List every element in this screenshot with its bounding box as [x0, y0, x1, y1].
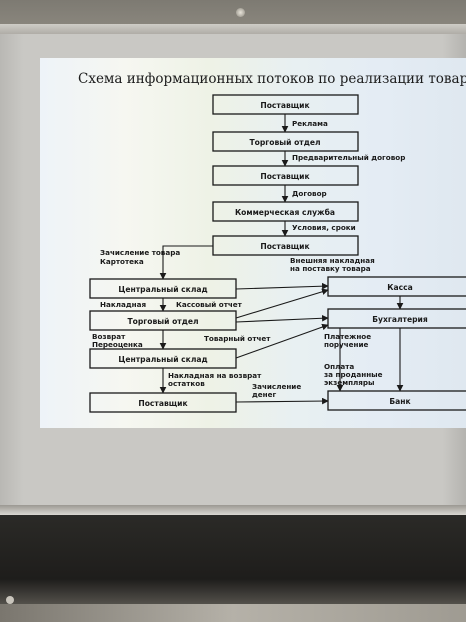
- label-waybill: Накладная: [100, 300, 146, 309]
- box-sales-dept-1: Торговый отдел: [212, 131, 359, 152]
- arrow-warehouse2-to-accounting: [235, 323, 329, 359]
- box-central-warehouse-2: Центральный склад: [89, 348, 237, 369]
- box-sales-dept-2: Торговый отдел: [89, 310, 237, 331]
- label-ext-invoice-2: на поставку товара: [290, 264, 371, 273]
- label-pay-sold-2: за проданные: [324, 370, 383, 379]
- label-contract: Договор: [292, 189, 327, 198]
- box-central-warehouse-1: Центральный склад: [89, 278, 237, 299]
- label-ext-invoice-1: Внешняя накладная: [290, 256, 375, 265]
- label-pay-sold-1: Оплата: [324, 362, 354, 371]
- svg-text:Центральный склад: Центральный склад: [118, 285, 207, 294]
- label-revaluation: Переоценка: [92, 340, 143, 349]
- label-return-invoice-1: Накладная на возврат: [168, 371, 262, 380]
- background-floor: [0, 604, 466, 622]
- svg-text:Касса: Касса: [387, 283, 412, 292]
- projector-screen-top-bar: [0, 24, 466, 36]
- label-payment-order-1: Платежное: [324, 332, 371, 341]
- box-supplier-2: Поставщик: [212, 165, 359, 186]
- label-payment-order-2: поручение: [324, 340, 369, 349]
- box-bank: Банк: [327, 390, 466, 411]
- svg-text:Торговый отдел: Торговый отдел: [249, 138, 320, 147]
- svg-text:Поставщик: Поставщик: [260, 101, 310, 110]
- ceiling-screw: [236, 8, 245, 17]
- arrow-supplier3-to-warehouse: [159, 245, 213, 280]
- svg-text:Бухгалтерия: Бухгалтерия: [372, 315, 428, 324]
- box-supplier-3: Поставщик: [212, 235, 359, 256]
- label-goods-credit: Зачисление товара: [100, 248, 180, 257]
- svg-text:Банк: Банк: [389, 397, 411, 406]
- box-commercial-service: Коммерческая служба: [212, 201, 359, 222]
- corner-mark: [6, 596, 14, 604]
- arrow-sales2-to-accounting: [235, 314, 329, 323]
- diagram-title: Схема информационных потоков по реализац…: [78, 71, 466, 87]
- label-return-invoice-2: остатков: [168, 379, 205, 388]
- slide: Схема информационных потоков по реализац…: [40, 58, 466, 428]
- projector-screen-bottom-bar: [0, 505, 466, 515]
- svg-text:Коммерческая служба: Коммерческая служба: [235, 208, 335, 217]
- label-money-credit-1: Зачисление: [252, 382, 301, 391]
- svg-text:Центральный склад: Центральный склад: [118, 355, 207, 364]
- box-accounting: Бухгалтерия: [327, 308, 466, 329]
- label-conditions: Условия, сроки: [292, 223, 356, 232]
- svg-text:Поставщик: Поставщик: [138, 399, 188, 408]
- label-prelim-contract: Предварительный договор: [292, 153, 405, 162]
- label-return: Возврат: [92, 332, 126, 341]
- box-cash: Касса: [327, 276, 466, 297]
- box-supplier-4: Поставщик: [89, 392, 237, 413]
- svg-text:Поставщик: Поставщик: [260, 242, 310, 251]
- flow-diagram: Схема информационных потоков по реализац…: [78, 71, 466, 413]
- label-goods-report: Товарный отчет: [204, 334, 271, 343]
- arrow-warehouse1-to-cash: [235, 282, 329, 290]
- svg-text:Торговый отдел: Торговый отдел: [127, 317, 198, 326]
- label-money-credit-2: денег: [252, 390, 277, 399]
- box-supplier-1: Поставщик: [212, 94, 359, 115]
- label-cash-report: Кассовый отчет: [176, 300, 243, 309]
- svg-text:Поставщик: Поставщик: [260, 172, 310, 181]
- arrow-supplier4-to-bank: [235, 397, 329, 405]
- label-card-index: Картотека: [100, 257, 144, 266]
- label-advertising: Реклама: [292, 119, 328, 128]
- label-pay-sold-3: экземпляры: [324, 378, 375, 387]
- arrow-sales2-to-cash: [235, 288, 329, 319]
